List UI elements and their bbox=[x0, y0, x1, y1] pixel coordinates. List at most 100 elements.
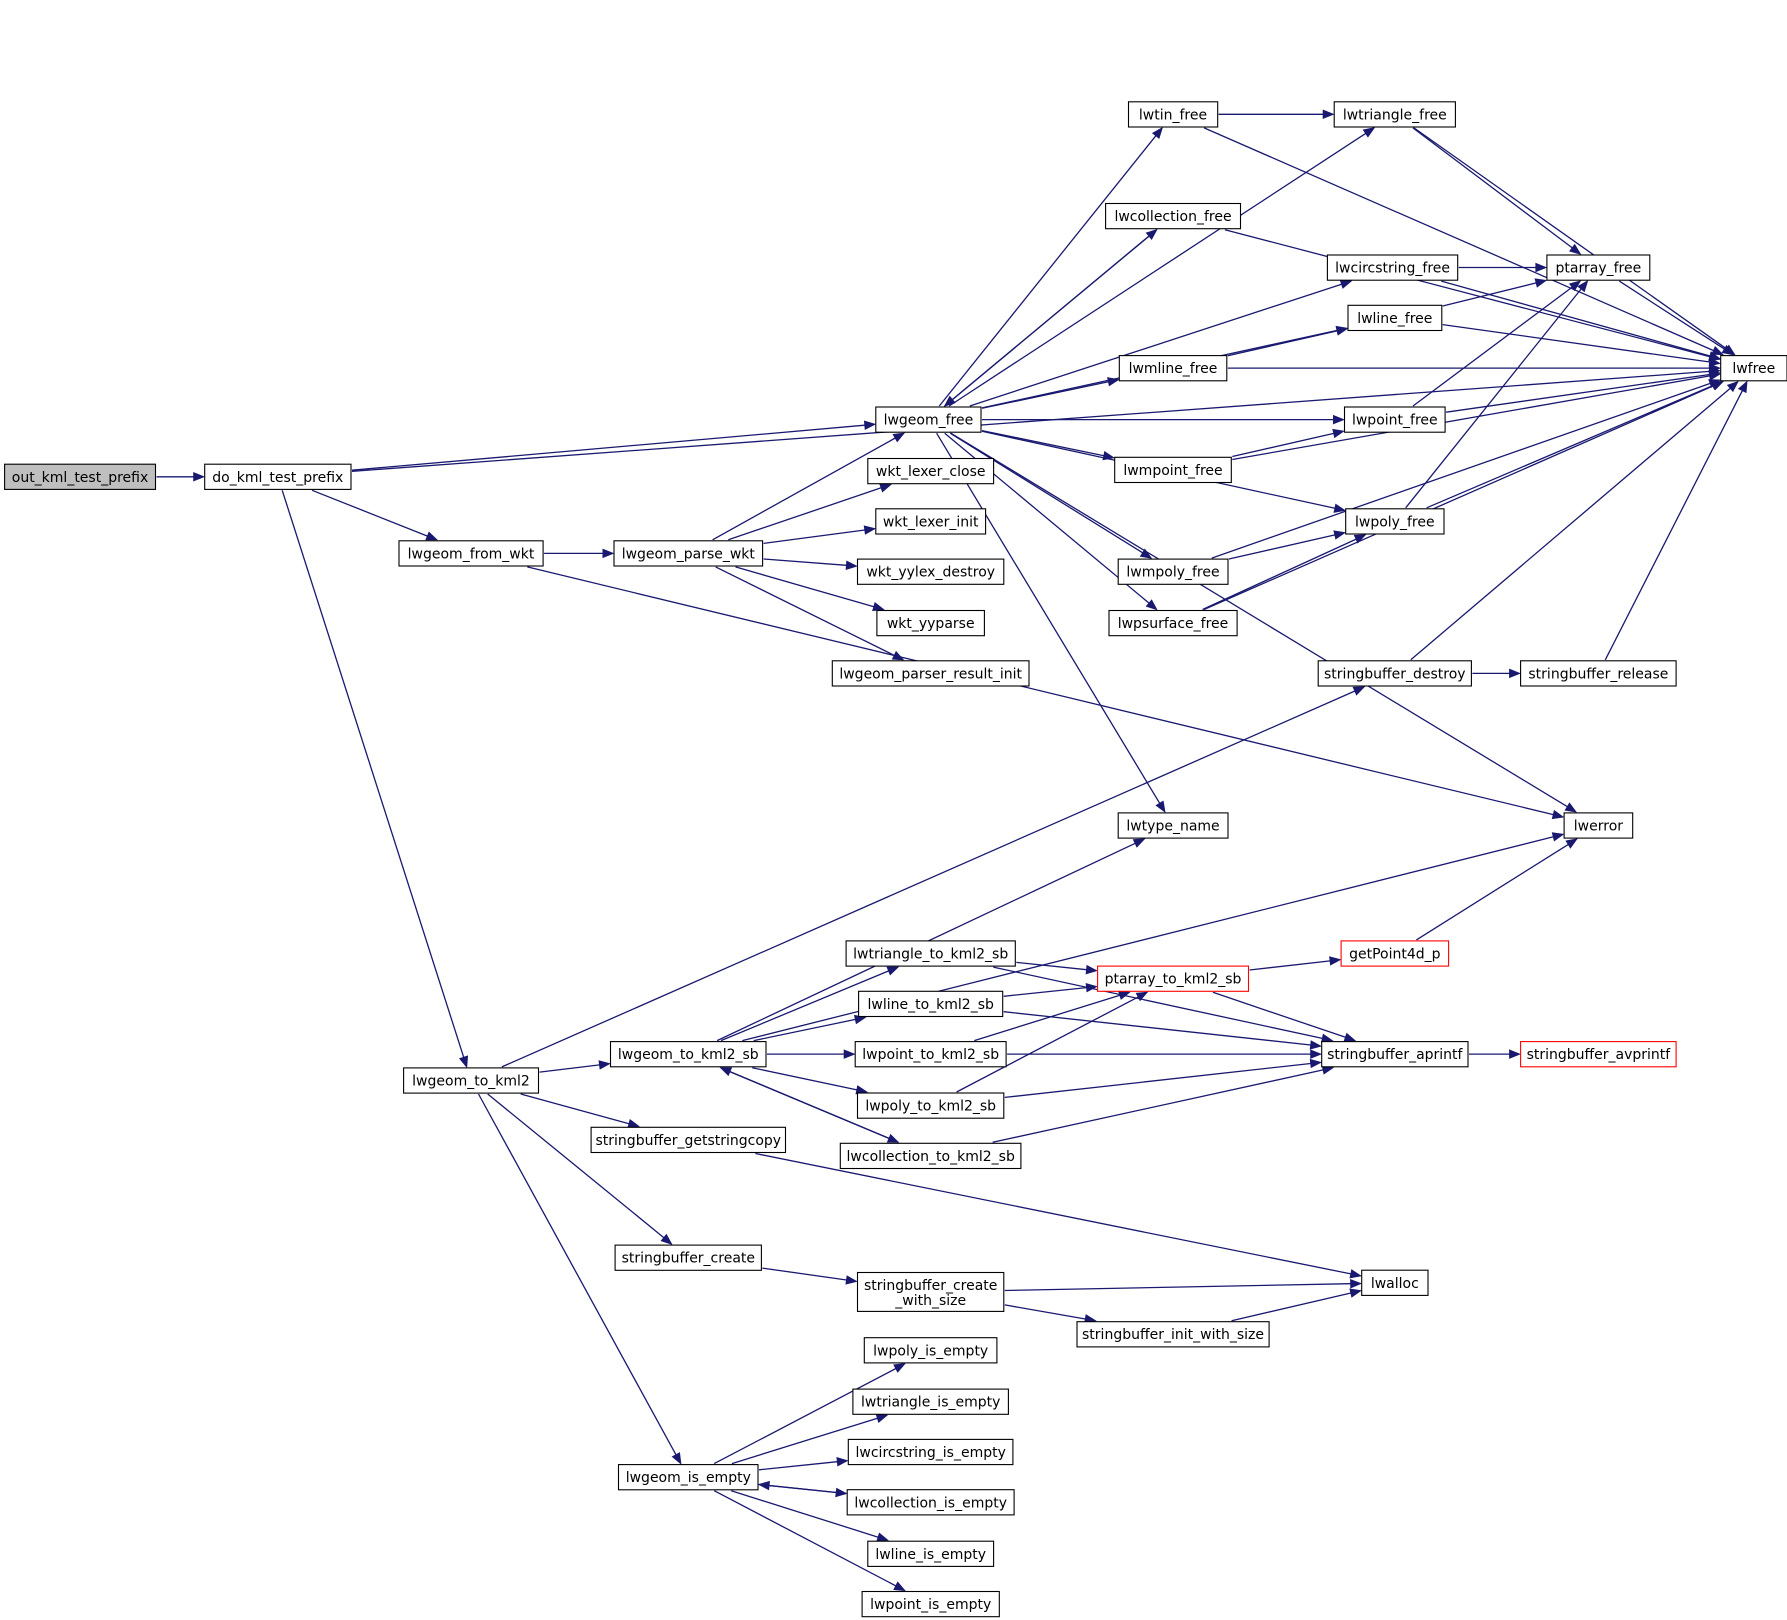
function-node-lwcircstring-is-empty[interactable]: lwcircstring_is_empty bbox=[847, 1438, 1014, 1466]
function-node-stringbuffer-avprintf[interactable]: stringbuffer_avprintf bbox=[1520, 1041, 1677, 1068]
function-node-lwpoly-to-kml2-sb[interactable]: lwpoly_to_kml2_sb bbox=[856, 1092, 1005, 1119]
function-node-wkt-lexer-init[interactable]: wkt_lexer_init bbox=[875, 508, 987, 535]
node-box[interactable] bbox=[617, 1464, 759, 1491]
node-box[interactable] bbox=[867, 1540, 995, 1567]
node-box[interactable] bbox=[1326, 254, 1459, 281]
function-node-lwmpoint-free[interactable]: lwmpoint_free bbox=[1114, 456, 1232, 484]
function-node-lwgeom-from-wkt[interactable]: lwgeom_from_wkt bbox=[398, 540, 544, 567]
function-node-stringbuffer-getstringcopy[interactable]: stringbuffer_getstringcopy bbox=[590, 1126, 787, 1154]
node-box[interactable] bbox=[1347, 304, 1443, 332]
node-box[interactable] bbox=[613, 540, 764, 567]
function-node-lwmpoly-free[interactable]: lwmpoly_free bbox=[1117, 558, 1229, 585]
function-node-out-kml-test-prefix[interactable]: out_kml_test_prefix bbox=[4, 463, 157, 490]
node-box[interactable] bbox=[854, 1041, 1007, 1068]
node-box[interactable] bbox=[1361, 1269, 1429, 1296]
function-node-lwtin-free[interactable]: lwtin_free bbox=[1127, 101, 1219, 128]
node-box[interactable] bbox=[4, 463, 157, 490]
node-box[interactable] bbox=[1118, 355, 1228, 382]
node-box[interactable] bbox=[1520, 660, 1677, 687]
node-box[interactable] bbox=[403, 1067, 540, 1094]
function-node-lwgeom-free[interactable]: lwgeom_free bbox=[875, 406, 982, 433]
node-box[interactable] bbox=[861, 1590, 1000, 1618]
function-node-ptarray-free[interactable]: ptarray_free bbox=[1546, 254, 1651, 281]
node-box[interactable] bbox=[1117, 558, 1229, 585]
node-box[interactable] bbox=[1076, 1321, 1270, 1348]
node-box[interactable] bbox=[876, 609, 985, 637]
node-box[interactable] bbox=[1321, 1041, 1469, 1068]
node-box[interactable] bbox=[845, 940, 1016, 967]
node-box[interactable] bbox=[852, 1388, 1009, 1415]
function-node-ptarray-to-kml2-sb[interactable]: ptarray_to_kml2_sb bbox=[1097, 965, 1250, 992]
function-node-wkt-yylex-destroy[interactable]: wkt_yylex_destroy bbox=[856, 558, 1005, 585]
node-box[interactable] bbox=[204, 463, 352, 490]
function-node-wkt-lexer-close[interactable]: wkt_lexer_close bbox=[867, 457, 995, 485]
node-box[interactable] bbox=[1333, 101, 1456, 128]
node-box[interactable] bbox=[875, 508, 987, 535]
node-box[interactable] bbox=[590, 1126, 787, 1154]
node-box[interactable] bbox=[1563, 812, 1634, 839]
node-box[interactable] bbox=[875, 406, 982, 433]
function-node-lwtriangle-is-empty[interactable]: lwtriangle_is_empty bbox=[852, 1388, 1009, 1415]
function-node-lwgeom-parse-wkt[interactable]: lwgeom_parse_wkt bbox=[613, 540, 764, 567]
function-node-stringbuffer-release[interactable]: stringbuffer_release bbox=[1520, 660, 1677, 687]
function-node-stringbuffer-aprintf[interactable]: stringbuffer_aprintf bbox=[1321, 1041, 1469, 1068]
function-node-lwpoly-free[interactable]: lwpoly_free bbox=[1345, 508, 1445, 535]
function-node-lwalloc[interactable]: lwalloc bbox=[1361, 1269, 1429, 1296]
function-node-lwcircstring-free[interactable]: lwcircstring_free bbox=[1326, 254, 1459, 281]
node-box[interactable] bbox=[1520, 1041, 1677, 1068]
function-node-stringbuffer-init-with-size[interactable]: stringbuffer_init_with_size bbox=[1076, 1321, 1270, 1348]
node-box[interactable] bbox=[1546, 254, 1651, 281]
node-box[interactable] bbox=[1345, 508, 1445, 535]
function-node-lwtriangle-to-kml2-sb[interactable]: lwtriangle_to_kml2_sb bbox=[845, 940, 1016, 967]
node-box[interactable] bbox=[1720, 355, 1787, 382]
function-node-lwpoint-is-empty[interactable]: lwpoint_is_empty bbox=[861, 1590, 1000, 1618]
function-node-lwpoly-is-empty[interactable]: lwpoly_is_empty bbox=[863, 1337, 998, 1364]
function-node-lwtriangle-free[interactable]: lwtriangle_free bbox=[1333, 101, 1456, 128]
function-node-lwcollection-is-empty[interactable]: lwcollection_is_empty bbox=[846, 1489, 1015, 1516]
node-box[interactable] bbox=[863, 1337, 998, 1364]
function-node-getPoint4d-p[interactable]: getPoint4d_p bbox=[1340, 940, 1450, 967]
node-box[interactable] bbox=[847, 1438, 1014, 1466]
node-box[interactable] bbox=[839, 1142, 1022, 1170]
node-box[interactable] bbox=[1343, 406, 1446, 433]
function-node-lwtype-name[interactable]: lwtype_name bbox=[1117, 812, 1229, 839]
node-box[interactable] bbox=[1117, 812, 1229, 839]
node-box[interactable] bbox=[856, 1271, 1005, 1312]
node-box[interactable] bbox=[856, 1092, 1005, 1119]
function-node-lwfree[interactable]: lwfree bbox=[1720, 355, 1787, 382]
function-node-stringbuffer-destroy[interactable]: stringbuffer_destroy bbox=[1317, 660, 1472, 687]
function-node-lwcollection-to-kml2-sb[interactable]: lwcollection_to_kml2_sb bbox=[839, 1142, 1022, 1170]
node-box[interactable] bbox=[867, 457, 995, 485]
node-box[interactable] bbox=[1097, 965, 1250, 992]
function-node-lwpoint-to-kml2-sb[interactable]: lwpoint_to_kml2_sb bbox=[854, 1041, 1007, 1068]
node-box[interactable] bbox=[1114, 456, 1232, 484]
function-node-lwcollection-free[interactable]: lwcollection_free bbox=[1105, 202, 1242, 230]
function-node-lwmline-free[interactable]: lwmline_free bbox=[1118, 355, 1228, 382]
node-box[interactable] bbox=[1108, 609, 1238, 637]
function-node-lwpoint-free[interactable]: lwpoint_free bbox=[1343, 406, 1446, 433]
function-node-stringbuffer-create[interactable]: stringbuffer_create bbox=[614, 1244, 762, 1271]
node-box[interactable] bbox=[609, 1041, 767, 1068]
function-node-lwgeom-is-empty[interactable]: lwgeom_is_empty bbox=[617, 1464, 759, 1491]
function-node-lwline-is-empty[interactable]: lwline_is_empty bbox=[867, 1540, 995, 1567]
node-box[interactable] bbox=[1105, 202, 1242, 230]
function-node-do-kml-test-prefix[interactable]: do_kml_test_prefix bbox=[204, 463, 352, 490]
function-node-lwline-to-kml2-sb[interactable]: lwline_to_kml2_sb bbox=[858, 990, 1004, 1018]
node-box[interactable] bbox=[398, 540, 544, 567]
function-node-lwpsurface-free[interactable]: lwpsurface_free bbox=[1108, 609, 1238, 637]
function-node-wkt-yyparse[interactable]: wkt_yyparse bbox=[876, 609, 985, 637]
node-box[interactable] bbox=[858, 990, 1004, 1018]
function-node-lwgeom-parser-result-init[interactable]: lwgeom_parser_result_init bbox=[831, 660, 1030, 687]
function-node-lwline-free[interactable]: lwline_free bbox=[1347, 304, 1443, 332]
function-node-lwerror[interactable]: lwerror bbox=[1563, 812, 1634, 839]
function-node-lwgeom-to-kml2[interactable]: lwgeom_to_kml2 bbox=[403, 1067, 540, 1094]
node-box[interactable] bbox=[856, 558, 1005, 585]
node-box[interactable] bbox=[614, 1244, 762, 1271]
node-box[interactable] bbox=[1340, 940, 1450, 967]
node-box[interactable] bbox=[1317, 660, 1472, 687]
function-node-lwgeom-to-kml2-sb[interactable]: lwgeom_to_kml2_sb bbox=[609, 1041, 767, 1068]
node-box[interactable] bbox=[846, 1489, 1015, 1516]
node-box[interactable] bbox=[831, 660, 1030, 687]
function-node-stringbuffer-create-with-size[interactable]: stringbuffer_create_with_size bbox=[856, 1271, 1005, 1312]
node-box[interactable] bbox=[1127, 101, 1219, 128]
